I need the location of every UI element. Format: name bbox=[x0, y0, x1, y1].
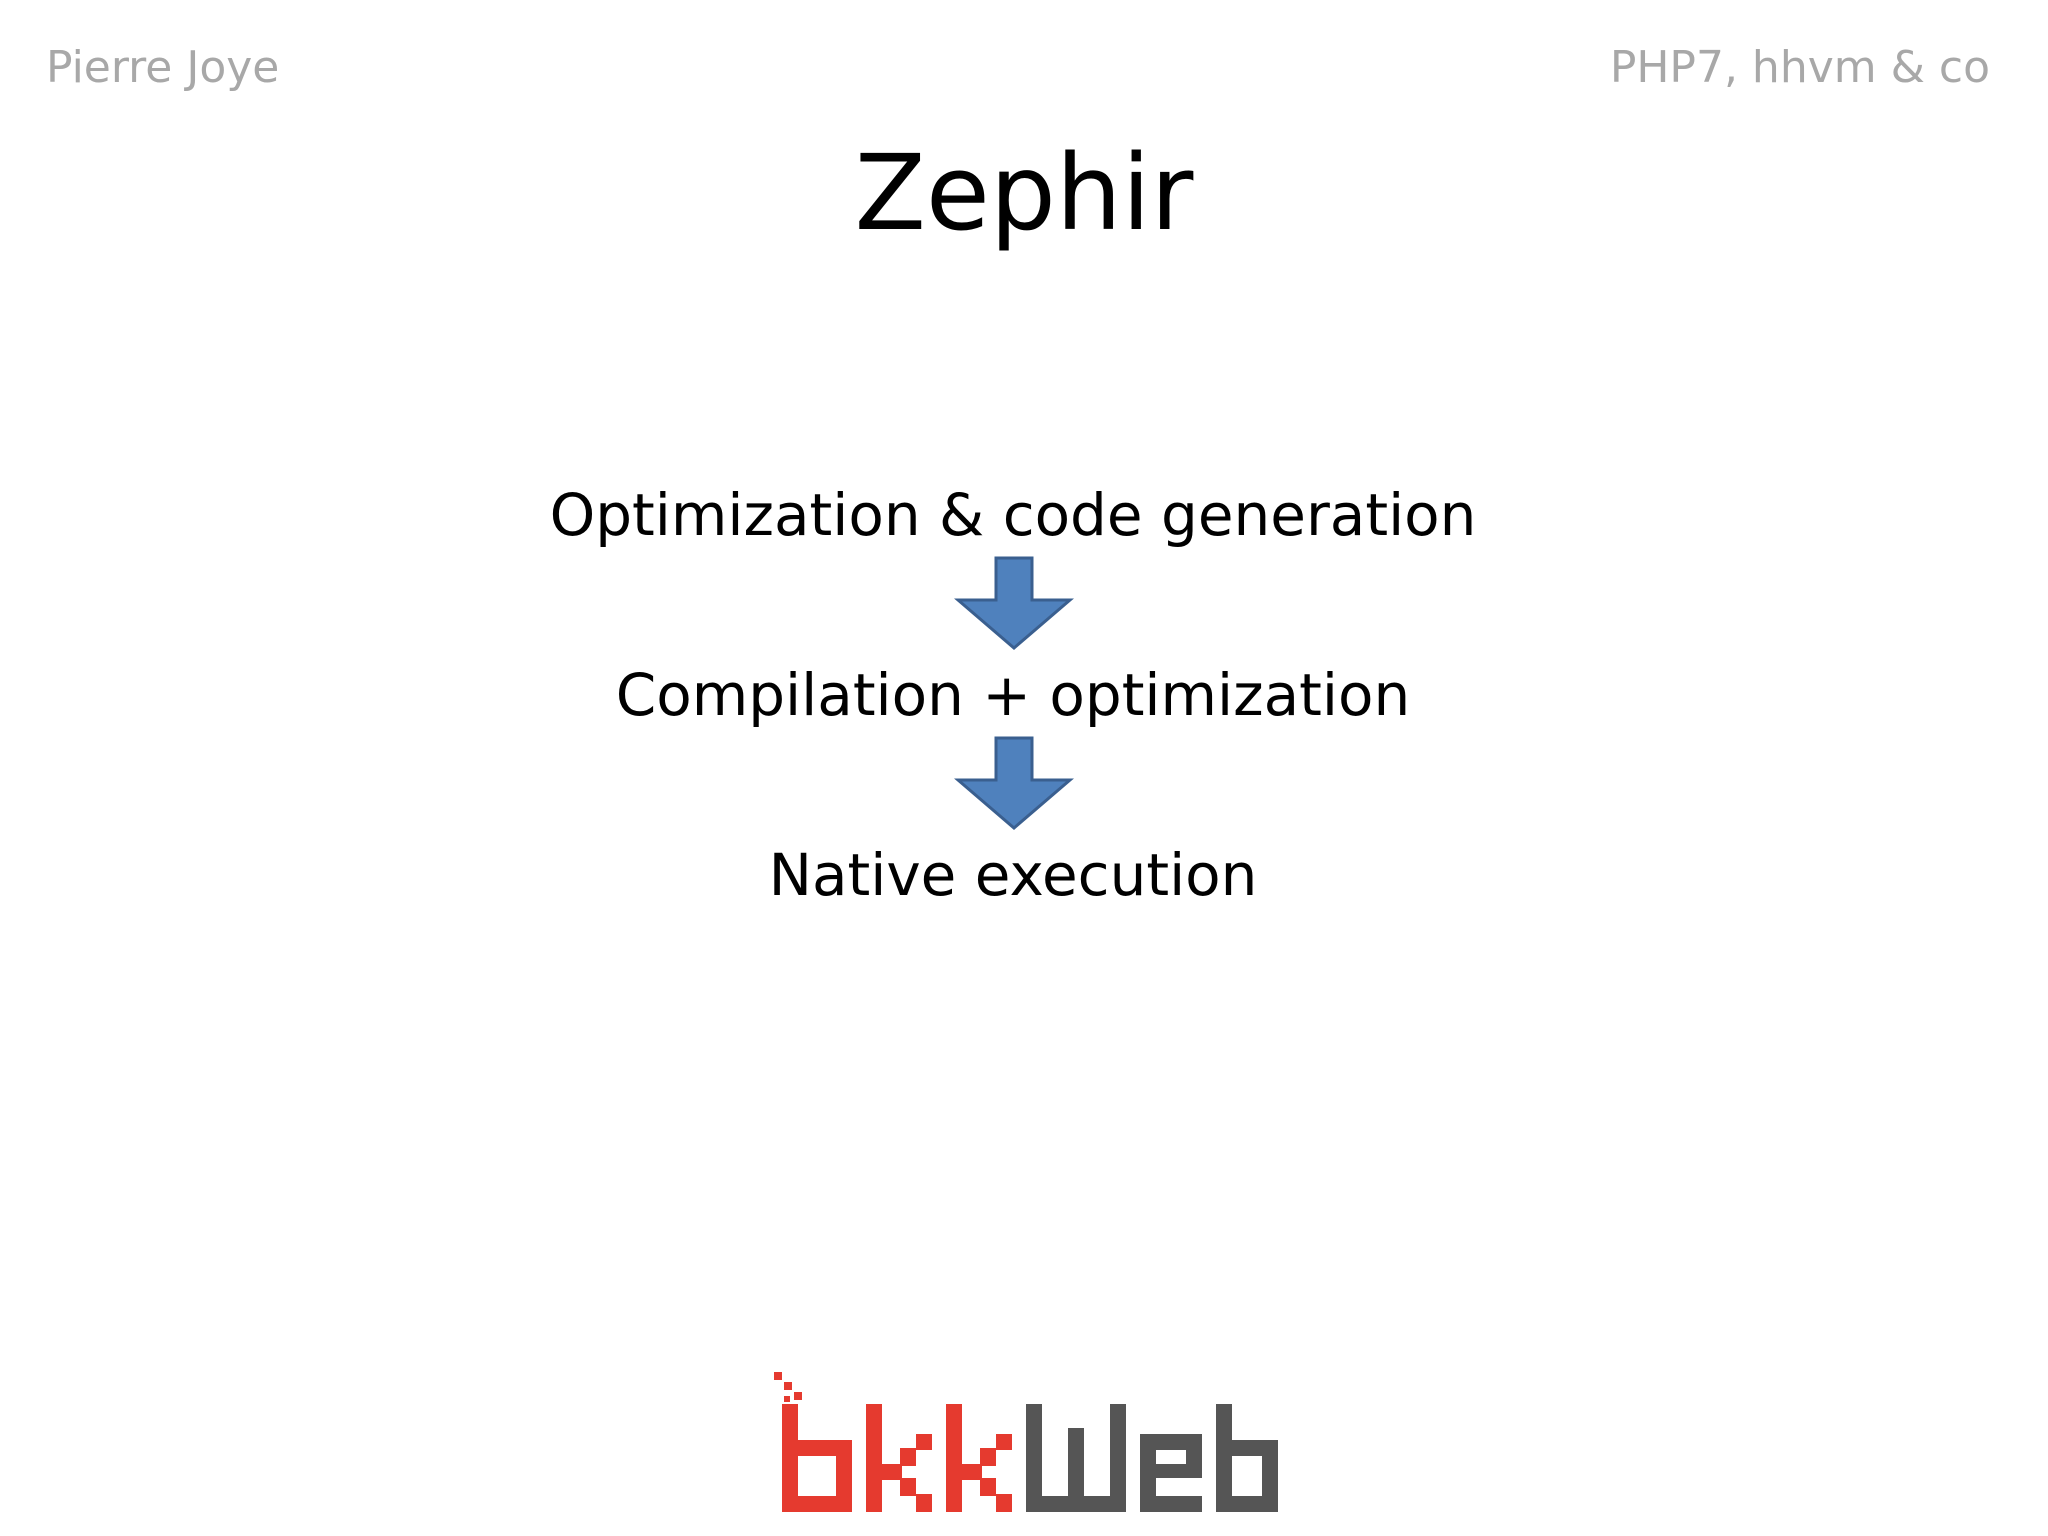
slide-title: Zephir bbox=[854, 132, 1194, 254]
flow-step-optimization: Optimization & code generation bbox=[549, 481, 1477, 549]
author-name: Pierre Joye bbox=[46, 42, 280, 93]
flow-step-native-execution: Native execution bbox=[768, 841, 1258, 909]
bkkweb-logo bbox=[774, 1372, 1278, 1512]
down-arrow-icon bbox=[954, 556, 1074, 650]
down-arrow-icon bbox=[954, 736, 1074, 830]
flow-step-compilation: Compilation + optimization bbox=[615, 661, 1411, 729]
talk-title: PHP7, hhvm & co bbox=[1609, 42, 1990, 93]
